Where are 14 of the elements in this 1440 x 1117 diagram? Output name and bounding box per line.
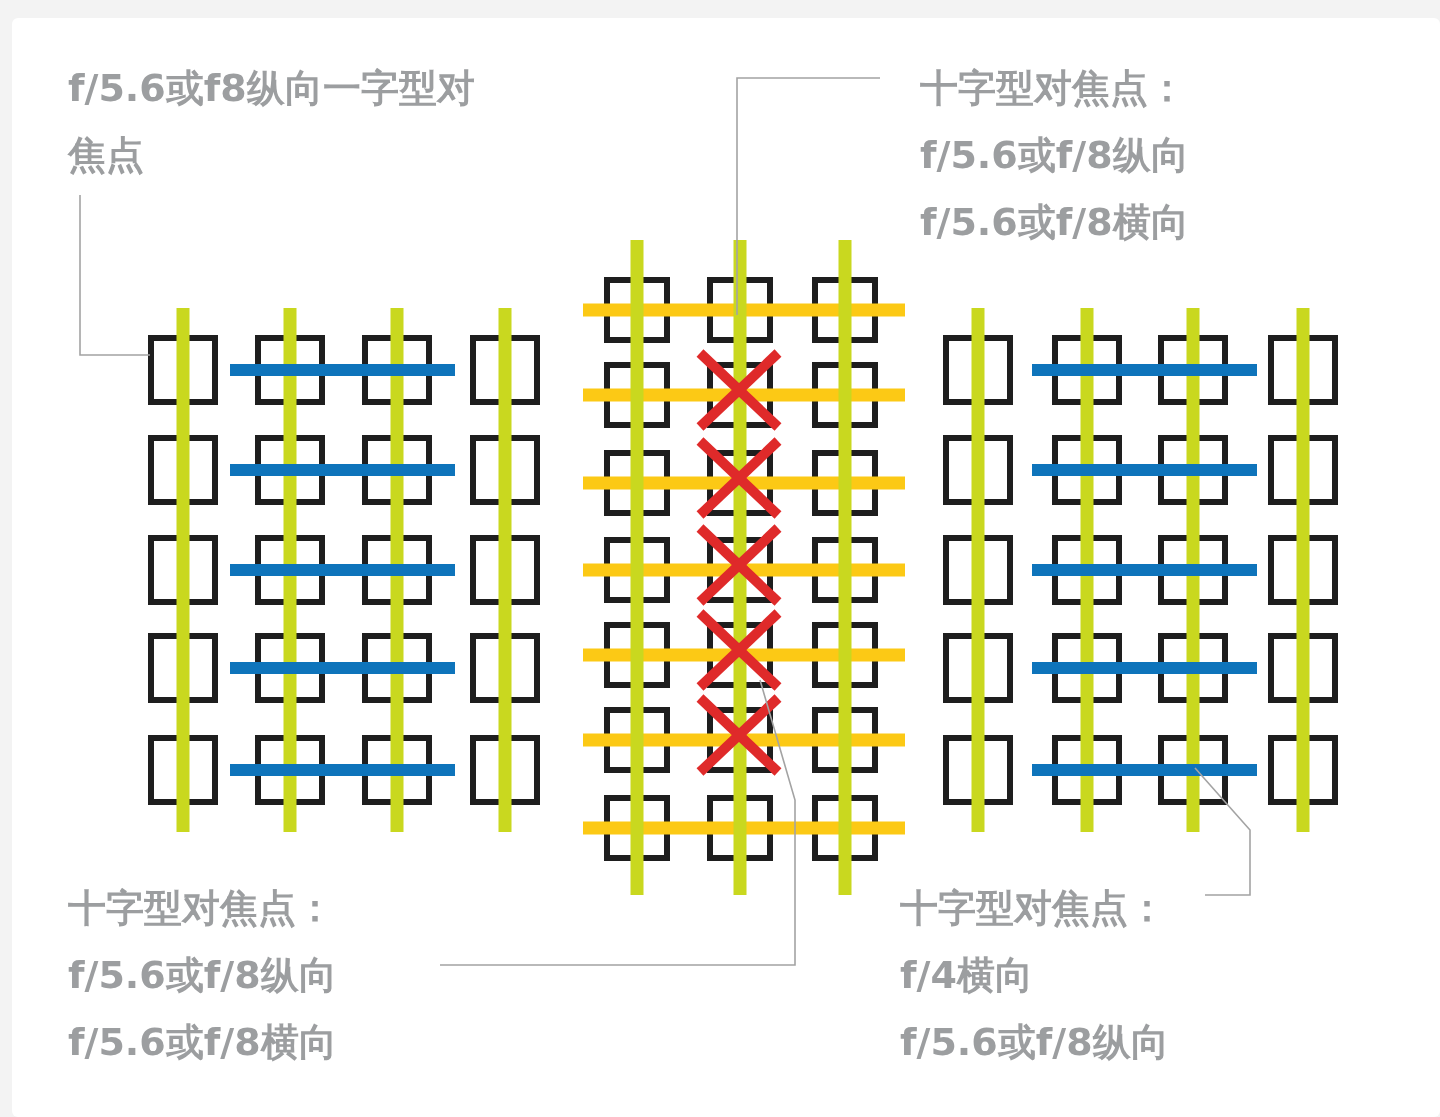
callout-text: 十字型对焦点： [900,885,1167,932]
leader-line [439,679,796,966]
callout-text: f/4横向 [900,952,1034,999]
callout-text: 十字型对焦点： [68,885,335,932]
callout-text: f/5.6或f/8横向 [920,199,1189,246]
callout-text: f/5.6或f/8纵向 [68,952,337,999]
leader-line [79,194,151,356]
leader-line [736,77,881,316]
callout-text: f/5.6或f/8纵向 [900,1019,1169,1066]
leader-line [1194,767,1251,896]
callout-text: f/5.6或f/8纵向 [920,132,1189,179]
callout-text: f/5.6或f8纵向一字型对焦点 [68,65,476,179]
callout-text: f/5.6或f/8横向 [68,1019,337,1066]
callout-text: 十字型对焦点： [920,65,1187,112]
